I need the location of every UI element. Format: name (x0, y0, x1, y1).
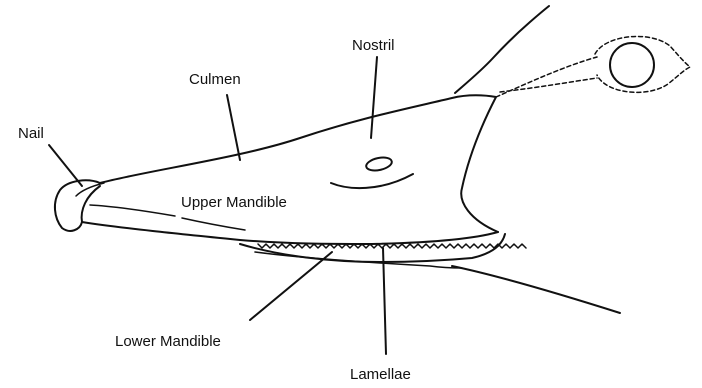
nostril-curve (331, 174, 413, 188)
nostril-label: Nostril (352, 37, 395, 54)
nostril-leader-line (371, 57, 377, 138)
lower-mandible-label: Lower Mandible (115, 333, 221, 350)
lamellae-teeth (258, 244, 526, 248)
lower-mandible-leader-line (250, 252, 332, 320)
lamellae-label: Lamellae (350, 366, 411, 383)
upper-mandible-label: Upper Mandible (181, 194, 287, 211)
nostril-shape (365, 155, 393, 172)
culmen-label: Culmen (189, 71, 241, 88)
nail-label: Nail (18, 125, 44, 142)
throat-line (452, 266, 620, 313)
upper-mandible-lower-edge (82, 222, 498, 244)
culmen-leader-line (227, 95, 240, 160)
eye-to-bill-dashed (496, 57, 597, 97)
upper-mandible-outline (100, 95, 498, 232)
nail-leader-line (49, 145, 82, 186)
eye-icon (610, 43, 654, 87)
